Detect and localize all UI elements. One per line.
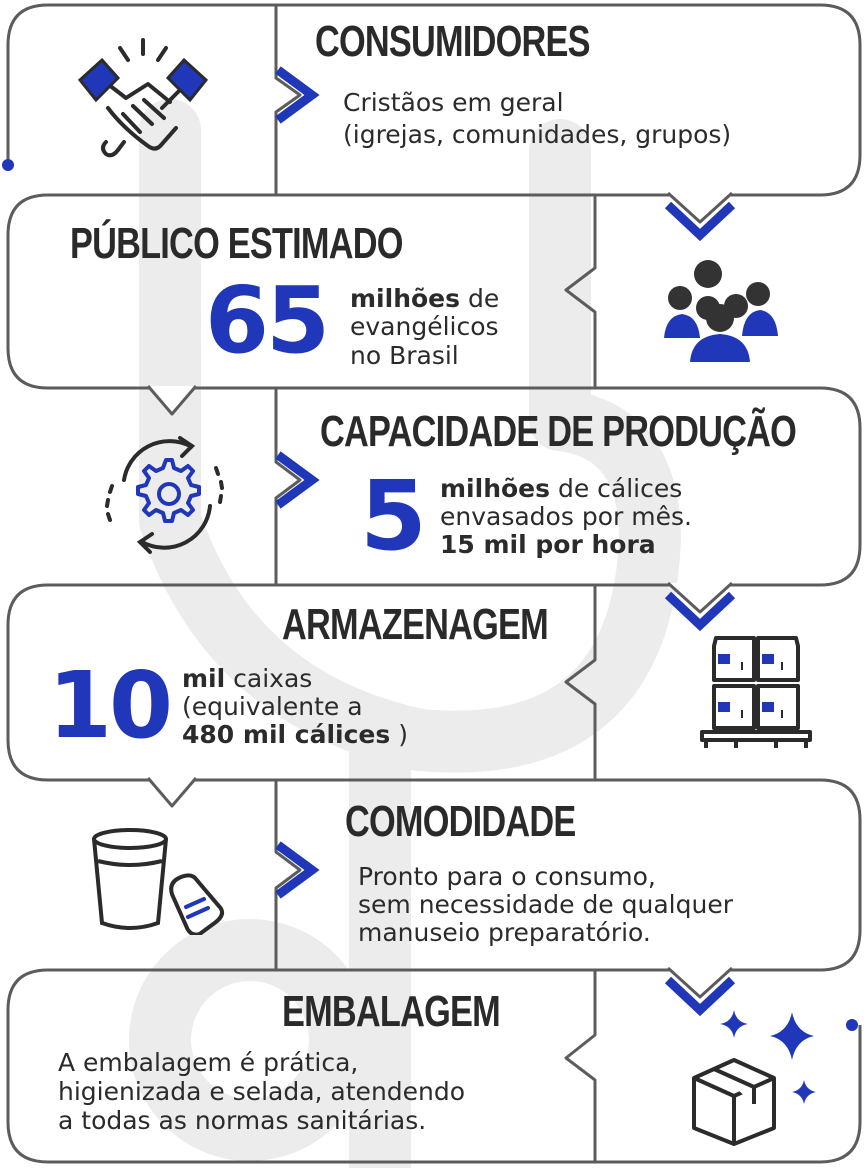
section-title-capacidade: CAPACIDADE DE PRODUÇÃO bbox=[320, 407, 797, 456]
embalagem-line-1: A embalagem é prática, bbox=[58, 1048, 359, 1077]
publico-line-2: evangélicos bbox=[350, 312, 499, 341]
publico-bold: milhões bbox=[350, 284, 460, 313]
consumidores-line-2: (igrejas, comunidades, grupos) bbox=[343, 120, 732, 149]
section-title-armazenagem: ARMAZENAGEM bbox=[282, 600, 549, 649]
cup-bread-icon bbox=[92, 828, 225, 935]
armazenagem-bold: mil bbox=[182, 664, 226, 693]
capacidade-line-2: envasados por mês. bbox=[440, 502, 692, 531]
armazenagem-number: 10 bbox=[48, 652, 173, 759]
people-group-icon bbox=[664, 260, 778, 362]
pallet-boxes-icon bbox=[700, 636, 812, 748]
capacidade-line-1-rest: de cálices bbox=[550, 474, 683, 503]
consumidores-line-1: Cristãos em geral bbox=[343, 88, 564, 117]
armazenagem-line-2: (equivalente a bbox=[182, 692, 363, 721]
publico-line-1-rest: de bbox=[460, 284, 500, 313]
armazenagem-line-3-rest: ) bbox=[390, 720, 408, 749]
armazenagem-line-1: mil caixas bbox=[182, 664, 312, 693]
armazenagem-bold-2: 480 mil cálices bbox=[182, 720, 391, 749]
section-title-comodidade: COMODIDADE bbox=[345, 797, 576, 846]
embalagem-line-2: higienizada e selada, atendendo bbox=[58, 1077, 466, 1106]
handshake-icon bbox=[78, 38, 208, 158]
publico-number: 65 bbox=[205, 267, 330, 374]
capacidade-line-1: milhões de cálices bbox=[440, 474, 682, 503]
publico-line-3: no Brasil bbox=[350, 341, 459, 370]
section-title-publico: PÚBLICO ESTIMADO bbox=[70, 219, 403, 268]
capacidade-rate: 15 mil por hora bbox=[440, 530, 656, 559]
section-title-consumidores: CONSUMIDORES bbox=[315, 17, 591, 66]
section-title-embalagem: EMBALAGEM bbox=[282, 987, 501, 1036]
capacidade-bold: milhões bbox=[440, 474, 550, 503]
comodidade-line-3: manuseio preparatório. bbox=[358, 918, 651, 947]
armazenagem-line-1-rest: caixas bbox=[225, 664, 313, 693]
capacidade-number: 5 bbox=[360, 460, 427, 572]
embalagem-line-3: a todas as normas sanitárias. bbox=[58, 1106, 427, 1135]
package-sparkle-icon bbox=[692, 1010, 816, 1146]
publico-line-1: milhões de bbox=[350, 284, 499, 313]
comodidade-line-1: Pronto para o consumo, bbox=[358, 862, 656, 891]
capacidade-line-3: 15 mil por hora bbox=[440, 530, 656, 559]
armazenagem-line-3: 480 mil cálices ) bbox=[182, 720, 408, 749]
comodidade-line-2: sem necessidade de qualquer bbox=[358, 890, 733, 919]
gear-cycle-icon bbox=[105, 436, 224, 554]
